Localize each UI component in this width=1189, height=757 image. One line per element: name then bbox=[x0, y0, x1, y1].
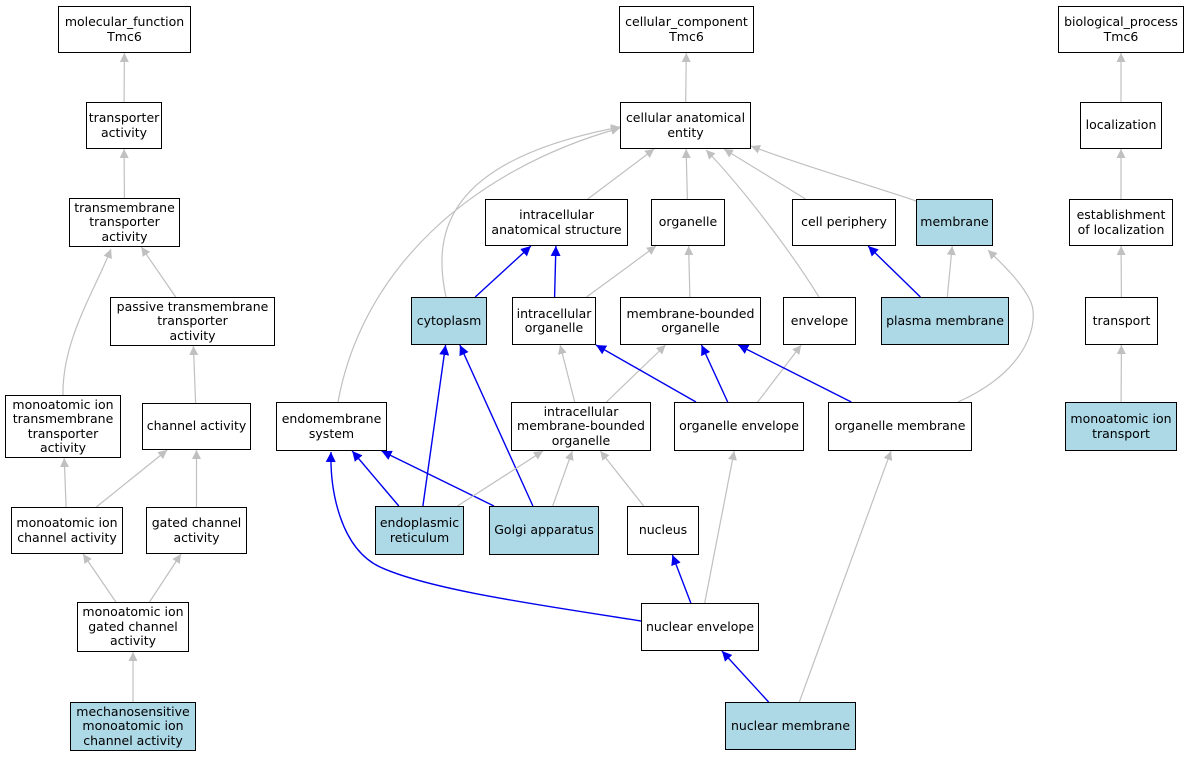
edge-cellular_anatomical_entity-to-cc_root bbox=[681, 52, 691, 103]
node-channel-activity[interactable]: channel activity bbox=[142, 403, 251, 450]
node-membrane-bounded-organelle[interactable]: membrane-bounded organelle bbox=[620, 297, 761, 345]
edge-plasma_membrane-to-cell_periphery bbox=[867, 245, 921, 298]
node-organelle-membrane[interactable]: organelle membrane bbox=[828, 402, 972, 451]
node-cytoplasm[interactable]: cytoplasm bbox=[411, 297, 487, 345]
edge-intra_mb_organelle-to-membrane_bounded bbox=[605, 344, 667, 403]
node-mechanosensitive-monoatomic-ion-channel-activity[interactable]: mechanosensitive monoatomic ion channel … bbox=[70, 702, 196, 751]
node-plasma-membrane[interactable]: plasma membrane bbox=[881, 297, 1009, 345]
node-intracellular-anatomical-structure[interactable]: intracellular anatomical structure bbox=[485, 199, 628, 246]
node-nucleus[interactable]: nucleus bbox=[627, 506, 699, 555]
node-monoatomic-ion-gated-channel-activity[interactable]: monoatomic ion gated channel activity bbox=[77, 602, 189, 652]
node-transporter-activity[interactable]: transporter activity bbox=[86, 102, 162, 149]
edge-ion_gated_channel-to-gated_channel bbox=[148, 553, 182, 603]
edge-organelle_envelope-to-membrane_bounded bbox=[700, 344, 729, 403]
node-localization[interactable]: localization bbox=[1080, 102, 1162, 149]
node-gated-channel-activity[interactable]: gated channel activity bbox=[146, 507, 247, 554]
node-organelle-envelope[interactable]: organelle envelope bbox=[674, 402, 804, 451]
edge-intracellular_organelle-to-organelle bbox=[586, 245, 657, 298]
node-golgi-apparatus[interactable]: Golgi apparatus bbox=[489, 506, 599, 555]
edge-golgi-to-cytoplasm bbox=[459, 344, 534, 507]
node-molecular-function-tmc6[interactable]: molecular_function Tmc6 bbox=[58, 6, 191, 53]
edge-organelle_envelope-to-envelope bbox=[757, 344, 802, 403]
edge-intra_mb_organelle-to-intracellular_organelle bbox=[557, 344, 576, 403]
node-nuclear-membrane[interactable]: nuclear membrane bbox=[725, 702, 856, 750]
edge-golgi-to-endomembrane bbox=[381, 450, 495, 507]
edge-nucleus-to-intra_mb_organelle bbox=[599, 450, 645, 507]
node-passive-transmembrane-transporter-activity[interactable]: passive transmembrane transporter activi… bbox=[110, 297, 275, 346]
node-nuclear-envelope[interactable]: nuclear envelope bbox=[641, 603, 759, 651]
edge-passive_tm-to-tm_transporter_activity bbox=[140, 246, 177, 298]
edge-nuclear_envelope-to-nucleus bbox=[671, 554, 692, 604]
node-monoatomic-ion-transport[interactable]: monoatomic ion transport bbox=[1065, 402, 1177, 451]
edge-cytoplasm-to-cellular_anatomical_entity bbox=[441, 124, 621, 298]
node-monoatomic-ion-transmembrane-transporter-activity[interactable]: monoatomic ion transmembrane transporter… bbox=[5, 395, 121, 458]
edge-ion_gated_channel-to-ion_channel_activity bbox=[82, 553, 117, 603]
edge-ion_tm_transporter-to-tm_transporter_activity bbox=[62, 248, 112, 396]
edge-cytoplasm-to-intracellular_anat bbox=[474, 245, 532, 298]
node-envelope[interactable]: envelope bbox=[783, 297, 856, 345]
node-organelle[interactable]: organelle bbox=[651, 199, 725, 246]
edge-plasma_membrane-to-membrane bbox=[946, 245, 956, 298]
edge-nuclear_envelope-to-organelle_envelope bbox=[704, 450, 737, 604]
edge-nuclear_envelope-to-endomembrane bbox=[325, 451, 642, 622]
edge-channel_activity-to-passive_tm bbox=[189, 345, 199, 404]
edge-ion_channel_activity-to-channel_activity bbox=[95, 449, 168, 508]
node-membrane[interactable]: membrane bbox=[916, 199, 993, 246]
node-biological-process-tmc6[interactable]: biological_process Tmc6 bbox=[1058, 6, 1184, 53]
edge-organelle_membrane-to-membrane_bounded bbox=[737, 344, 852, 403]
node-cell-periphery[interactable]: cell periphery bbox=[792, 199, 896, 246]
edge-organelle-to-cellular_anatomical_entity bbox=[681, 148, 691, 200]
edge-er-to-cytoplasm bbox=[422, 344, 450, 507]
edge-er-to-intra_mb_organelle bbox=[457, 450, 544, 507]
node-endomembrane-system[interactable]: endomembrane system bbox=[276, 402, 387, 451]
edge-intracellular_organelle-to-intracellular_anat bbox=[550, 245, 561, 298]
edge-organelle_envelope-to-intracellular_organelle bbox=[595, 344, 697, 403]
edge-nuclear_membrane-to-nuclear_envelope bbox=[721, 650, 770, 703]
node-intracellular-membrane-bounded-organelle[interactable]: intracellular membrane-bounded organelle bbox=[511, 402, 651, 451]
edge-nuclear_membrane-to-organelle_membrane bbox=[798, 450, 893, 703]
node-transmembrane-transporter-activity[interactable]: transmembrane transporter activity bbox=[69, 198, 180, 247]
edge-golgi-to-intra_mb_organelle bbox=[552, 450, 574, 507]
edge-ion_channel_activity-to-ion_tm_transporter bbox=[60, 457, 70, 508]
node-transport[interactable]: transport bbox=[1085, 297, 1158, 345]
edge-cell_periphery-to-cellular_anatomical_entity bbox=[723, 148, 806, 200]
edge-membrane_bounded-to-organelle bbox=[684, 245, 694, 298]
edge-membrane-to-cellular_anatomical_entity bbox=[750, 145, 917, 202]
edge-envelope-to-cellular_anatomical_entity bbox=[705, 149, 820, 298]
node-monoatomic-ion-channel-activity[interactable]: monoatomic ion channel activity bbox=[11, 507, 123, 554]
node-cellular-component-tmc6[interactable]: cellular_component Tmc6 bbox=[619, 6, 754, 53]
node-endoplasmic-reticulum[interactable]: endoplasmic reticulum bbox=[375, 506, 464, 555]
edge-organelle_membrane-to-membrane bbox=[957, 249, 1034, 403]
edge-er-to-endomembrane bbox=[351, 450, 400, 507]
node-establishment-of-localization[interactable]: establishment of localization bbox=[1069, 199, 1173, 246]
node-intracellular-organelle[interactable]: intracellular organelle bbox=[512, 297, 596, 345]
edge-intracellular_anat-to-cellular_anatomical_entity bbox=[587, 148, 655, 200]
node-cellular-anatomical-entity[interactable]: cellular anatomical entity bbox=[620, 102, 751, 149]
edge-endomembrane-to-cellular_anatomical_entity bbox=[337, 126, 621, 403]
